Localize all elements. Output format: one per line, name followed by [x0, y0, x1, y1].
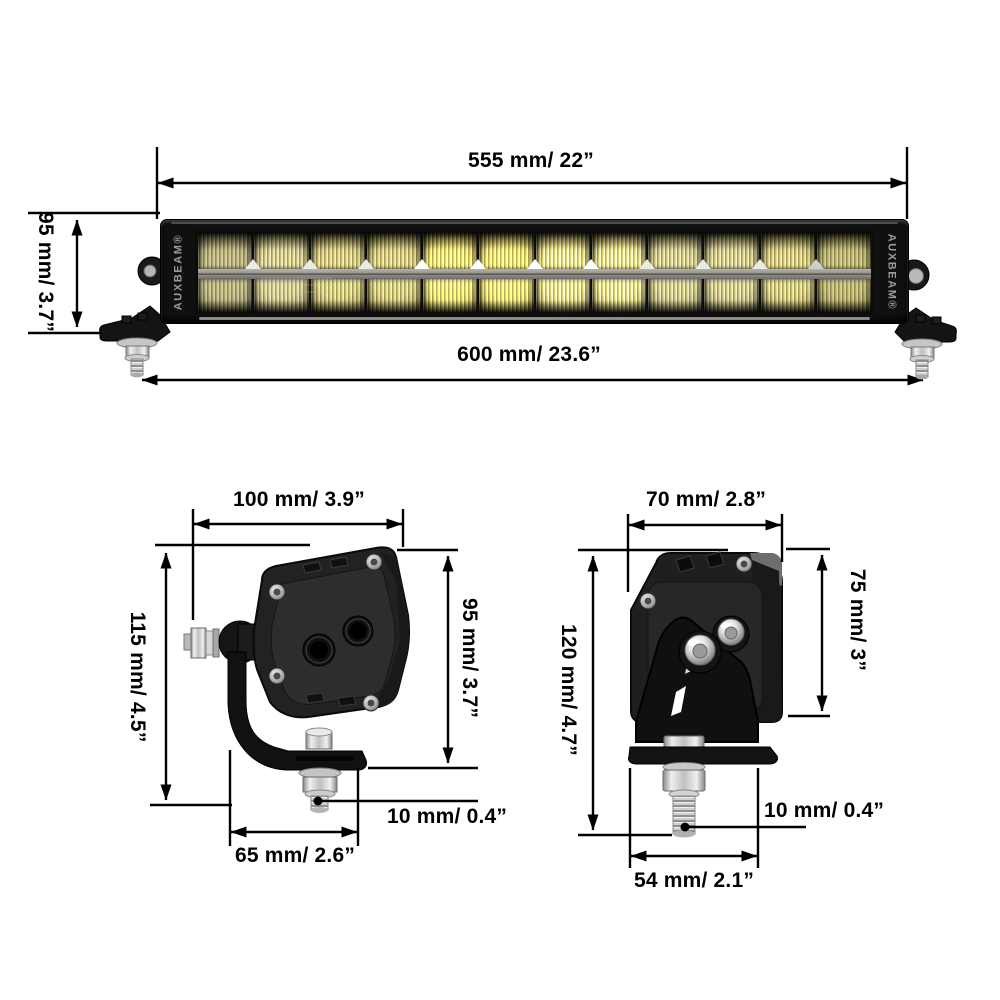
led-segment — [470, 232, 534, 269]
side-bolt-cap — [143, 264, 157, 278]
side-housing-band — [366, 552, 409, 709]
led-segment — [413, 232, 478, 269]
foot-slot — [296, 756, 354, 761]
led-segment — [638, 232, 703, 269]
pivot-hex — [190, 627, 207, 659]
dim-label-end-left: 120 mm/ 4.7” — [557, 624, 580, 756]
light-bar-front-view: AUXBEAM® AUXBEAM® — [160, 219, 909, 324]
fin-slot — [329, 556, 349, 569]
dome-bolt — [712, 615, 750, 653]
threaded-stud — [915, 359, 929, 378]
led-row-top — [198, 232, 871, 269]
stud-tip — [916, 374, 928, 380]
fin-slot — [305, 692, 325, 704]
led-segment — [479, 279, 534, 313]
pivot-washer — [205, 630, 214, 656]
led-segment — [526, 232, 590, 269]
bracket-cutout — [671, 686, 686, 716]
mount-foot-right — [894, 307, 957, 343]
dim-label-side-bolt: 10 mm/ 0.4” — [387, 805, 508, 828]
led-segment — [816, 279, 871, 313]
leader-dot — [680, 822, 690, 832]
foot-stud — [931, 316, 942, 325]
lens — [195, 230, 874, 314]
brand-label: AUXBEAM® — [172, 233, 184, 310]
dim-label-end-right: 75 mm/ 3” — [846, 568, 869, 672]
foot-stud — [121, 315, 132, 324]
hex-bolt-top — [305, 727, 333, 737]
led-segment — [198, 279, 253, 313]
led-segment — [704, 279, 759, 313]
certification-etch-marks — [261, 270, 333, 298]
side-housing-face — [270, 566, 396, 705]
dim-label-side-right: 95 mm/ 3.7” — [458, 597, 481, 719]
bolt-holes — [302, 615, 374, 667]
brand-label: AUXBEAM® — [885, 233, 897, 310]
led-segment — [760, 279, 815, 313]
fin-slot — [705, 551, 725, 569]
led-segment — [807, 232, 871, 269]
dim-label-end-bottom: 54 mm/ 2.1” — [633, 869, 755, 892]
led-segment — [582, 232, 646, 269]
front-view-dimensions — [28, 147, 924, 386]
side-view-device — [183, 546, 410, 813]
dim-label-side-left: 115 mm/ 4.5” — [126, 611, 149, 743]
led-segment — [423, 279, 478, 313]
side-bolt-cap — [908, 268, 924, 284]
stud-tip — [311, 807, 328, 813]
dim-label-end-bolt: 10 mm/ 0.4” — [764, 799, 885, 822]
led-segment — [310, 279, 365, 313]
foot-stud — [915, 314, 926, 323]
foot-stud — [137, 312, 148, 321]
led-segment — [357, 232, 421, 269]
dim-label-front-top: 555 mm/ 22” — [468, 149, 594, 172]
housing-top-edge — [171, 222, 898, 224]
end-foot — [628, 746, 778, 765]
led-segment — [535, 279, 590, 313]
lens-divider-strip — [198, 269, 871, 279]
leader-dot — [313, 796, 323, 806]
fin-slot — [302, 561, 322, 574]
endcap-right: AUXBEAM® — [874, 220, 908, 323]
side-view-dimensions — [150, 509, 478, 846]
hex-nut — [662, 769, 706, 792]
led-segment — [751, 232, 815, 269]
led-segment — [245, 232, 309, 269]
dim-label-front-bottom: 600 mm/ 23.6” — [457, 343, 601, 366]
led-segment — [366, 279, 421, 313]
led-segment — [301, 232, 365, 269]
dim-label-side-bottom: 65 mm/ 2.6” — [234, 844, 356, 867]
dim-label-end-top: 70 mm/ 2.8” — [645, 488, 767, 511]
pivot-bolt — [183, 633, 192, 651]
end-bracket — [635, 616, 759, 743]
fin-slot — [675, 555, 695, 573]
dome-bolt — [678, 630, 722, 674]
fin-slot — [337, 695, 357, 707]
corner-screws — [268, 553, 383, 712]
stud-tip — [131, 372, 143, 378]
led-segment — [254, 279, 309, 313]
led-segment — [591, 279, 646, 313]
end-view-dimensions — [578, 514, 830, 868]
end-view-device — [628, 551, 783, 838]
led-segment — [198, 232, 253, 269]
housing-bottom-edge — [199, 317, 870, 320]
dim-label-front-left: 95 mm/ 3.7” — [34, 211, 57, 333]
endcap-left: AUXBEAM® — [161, 220, 195, 323]
pivot-washer — [212, 628, 220, 658]
stud-tip — [673, 830, 695, 838]
led-segment — [648, 279, 703, 313]
led-segment — [695, 232, 759, 269]
led-row-bottom — [198, 279, 871, 313]
mount-foot-left — [99, 305, 171, 342]
dim-label-side-top: 100 mm/ 3.9” — [233, 488, 365, 511]
